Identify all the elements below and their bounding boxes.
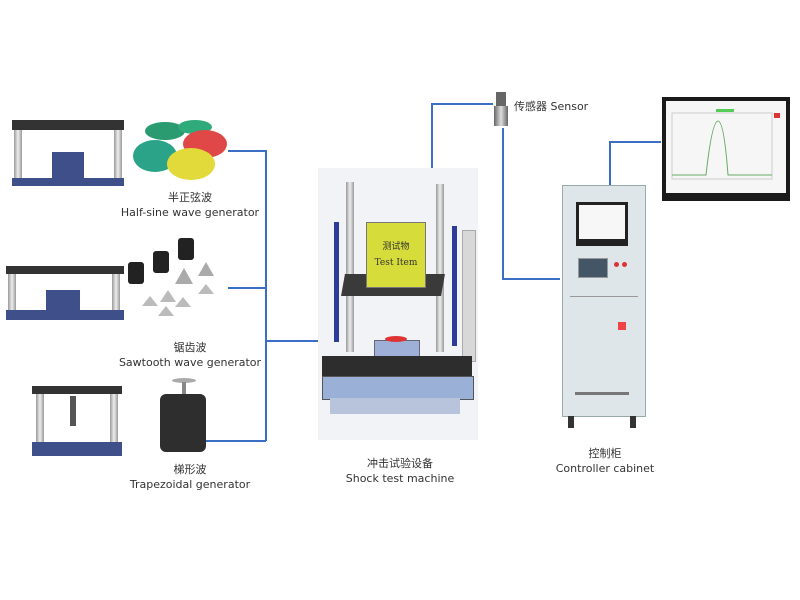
sensor-label: 传感器 Sensor [514, 100, 589, 113]
waveform-plot [671, 109, 780, 180]
controller-cabinet-label: 控制柜 Controller cabinet [555, 447, 655, 475]
shock-test-machine-label: 冲击试验设备 Shock test machine [345, 457, 455, 485]
trapezoidal-label: 梯形波 Trapezoidal generator [129, 463, 251, 491]
sawtooth-label: 锯齿波 Sawtooth wave generator [118, 341, 262, 369]
half-sine-label: 半正弦波 Half-sine wave generator [120, 191, 260, 219]
test-item-box: 测试物 Test Item [366, 222, 426, 288]
